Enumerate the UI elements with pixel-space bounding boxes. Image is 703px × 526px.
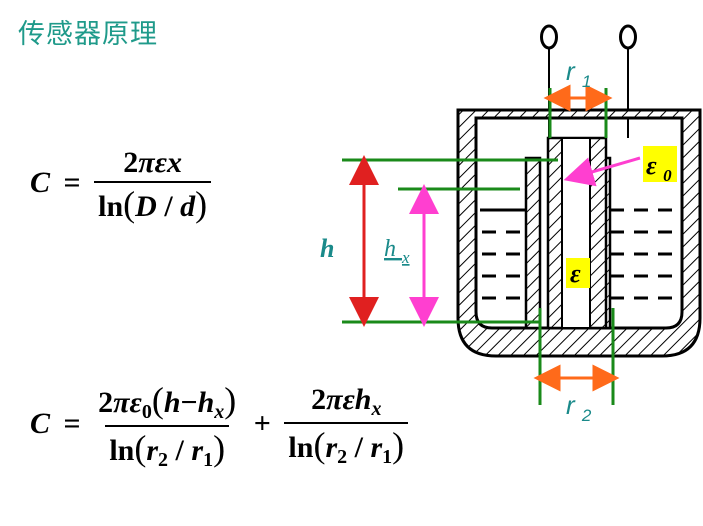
eps0-highlight — [643, 146, 677, 182]
formula2-term1-denominator: ln(r2 / r1) — [105, 425, 230, 470]
formula-equals: = — [63, 165, 81, 199]
terminal-right — [619, 24, 637, 138]
label-r2: r 2 — [566, 390, 592, 425]
inner-electrode-core — [561, 137, 591, 329]
page-title: 传感器原理 — [18, 19, 158, 50]
outer-electrode-left — [524, 156, 542, 330]
capacitance-formula-basic: C = 2πεx ln(D / d) — [30, 146, 212, 222]
liquid-dashes — [480, 208, 680, 314]
container-wall — [456, 108, 702, 358]
label-hx: h x — [384, 236, 410, 267]
eps-highlight — [566, 258, 590, 288]
eps0-pointer — [563, 156, 641, 187]
formula2-term1: 2πε0(h−hx) ln(r2 / r1) — [94, 382, 240, 470]
label-r1: r 1 — [566, 56, 591, 91]
formula2-lhs: C — [30, 406, 51, 440]
formula-numerator: 2πεx — [123, 146, 182, 179]
label-h: h — [320, 234, 334, 263]
formula-fraction: 2πεx ln(D / d) — [94, 146, 212, 222]
label-eps0: ε 0 — [646, 151, 672, 185]
formula2-term2-denominator: ln(r2 / r1) — [284, 422, 409, 467]
formula2-equals: = — [63, 406, 81, 440]
formula-denominator: ln(D / d) — [94, 181, 212, 222]
formula2-plus: + — [253, 406, 271, 440]
capacitance-formula-level: C = 2πε0(h−hx) ln(r2 / r1) + 2πεhx ln(r2… — [30, 382, 409, 470]
label-eps: ε — [570, 259, 581, 288]
formula-lhs: C — [30, 165, 51, 199]
formula2-term2-numerator: 2πεhx — [311, 383, 382, 420]
formula2-term1-numerator: 2πε0(h−hx) — [98, 380, 237, 423]
formula2-term2: 2πεhx ln(r2 / r1) — [284, 383, 409, 467]
